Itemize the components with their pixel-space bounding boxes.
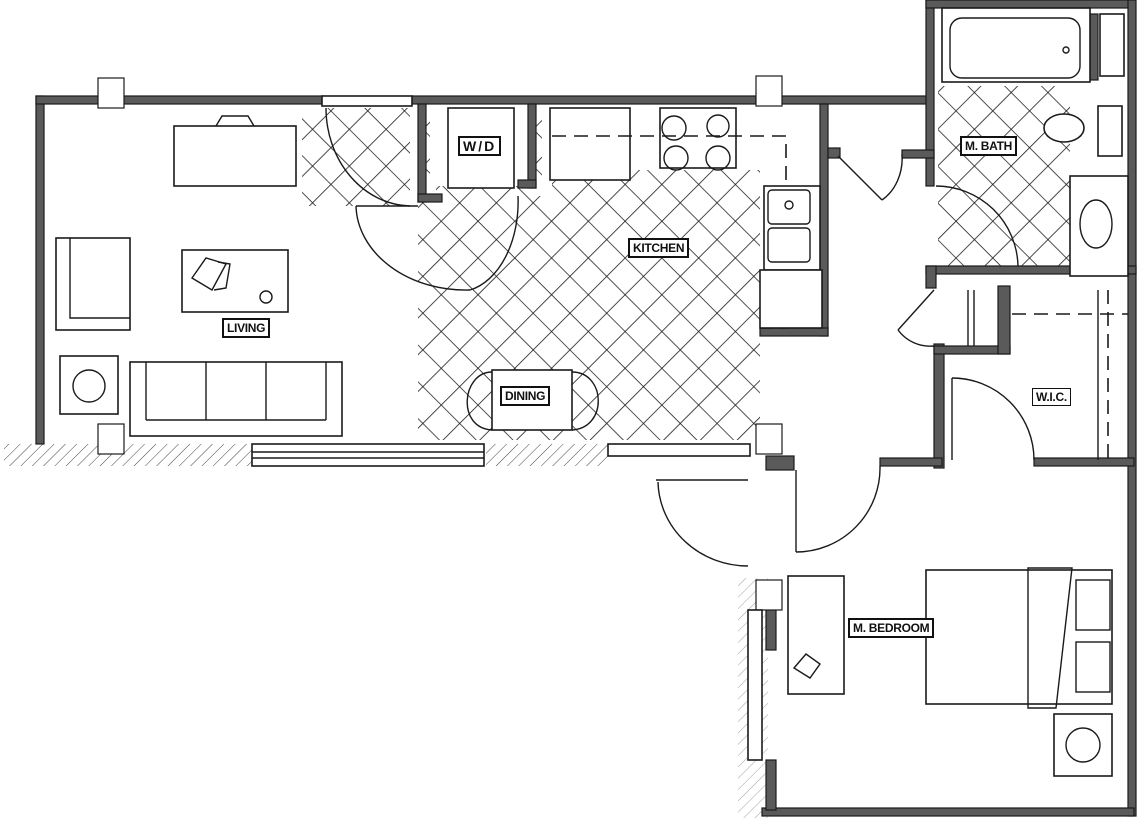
room-label-living: LIVING [222, 318, 271, 338]
bath-fixtures [941, 7, 1129, 277]
living-furniture [55, 115, 343, 437]
room-label-dining: DINING [500, 386, 551, 406]
room-label-wic: W.I.C. [1032, 388, 1071, 406]
mbath-label-text: M. BATH [965, 139, 1013, 153]
living-label-text: LIVING [227, 321, 266, 335]
patio-hatch [4, 444, 768, 818]
walls [35, 0, 1137, 817]
room-label-wd: W/D [458, 136, 502, 156]
wic-label-text: W.I.C. [1036, 390, 1067, 404]
bedroom-furniture [787, 567, 1113, 777]
dining-label-text: DINING [505, 389, 546, 403]
room-label-mbath: M. BATH [960, 136, 1018, 156]
mbedroom-label-text: M. BEDROOM [853, 621, 930, 635]
wd-label-text: W/D [463, 138, 497, 154]
wic-shelves [967, 290, 1128, 460]
room-label-mbedroom: M. BEDROOM [848, 618, 935, 638]
room-label-kitchen: KITCHEN [628, 238, 690, 258]
columns [97, 75, 783, 611]
windows [251, 95, 763, 761]
kitchen-label-text: KITCHEN [633, 241, 685, 255]
doors [325, 107, 1035, 567]
